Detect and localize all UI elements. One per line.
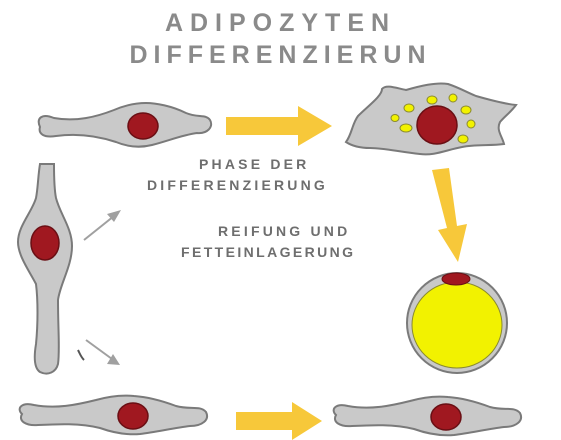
lipid-droplet	[461, 106, 471, 114]
mature-adipocyte-lipid	[412, 282, 502, 368]
lipid-droplet	[449, 94, 457, 102]
lipid-droplet	[427, 96, 437, 104]
precursor-cell-bottom-left-nucleus	[118, 403, 148, 429]
differentiation-phase-label-line-2: DIFFERENZIERUNG	[147, 177, 328, 193]
mesenchymal-stem-cell	[18, 164, 84, 374]
differentiating-cell-nucleus	[417, 106, 457, 144]
precursor-cell-top-body	[39, 103, 211, 147]
lipid-droplet	[458, 135, 468, 143]
lipid-droplet	[467, 120, 475, 128]
stem-cell-mark	[78, 350, 84, 360]
arrow-to-mature-adipocyte	[432, 168, 467, 262]
differentiation-phase-label-line-1: PHASE DER	[199, 156, 309, 172]
maturation-label-line-1: REIFUNG UND	[218, 223, 350, 239]
arrow-to-differentiating-cell	[226, 106, 332, 146]
mature-adipocyte	[407, 273, 507, 373]
differentiating-cell	[346, 83, 516, 154]
precursor-cell-bottom-right	[334, 397, 521, 436]
precursor-cell-bottom-left	[20, 396, 207, 435]
gray-arrow-upper	[84, 210, 121, 240]
maturation-label-line-2: FETTEINLAGERUNG	[181, 244, 355, 260]
stem-cell-nucleus	[31, 226, 59, 260]
precursor-cell-top	[39, 103, 211, 147]
precursor-cell-top-nucleus	[128, 113, 158, 139]
lipid-droplet	[404, 104, 414, 112]
gray-arrow-lower	[86, 340, 120, 365]
lipid-droplet	[400, 124, 412, 132]
precursor-cell-bottom-right-nucleus	[431, 404, 461, 430]
precursor-cell-bottom-right-body	[334, 397, 521, 436]
stem-cell-body	[18, 164, 72, 374]
mature-adipocyte-nucleus	[442, 273, 470, 285]
lipid-droplet	[391, 115, 399, 122]
arrow-bottom	[236, 402, 322, 440]
precursor-cell-bottom-left-body	[20, 396, 207, 435]
